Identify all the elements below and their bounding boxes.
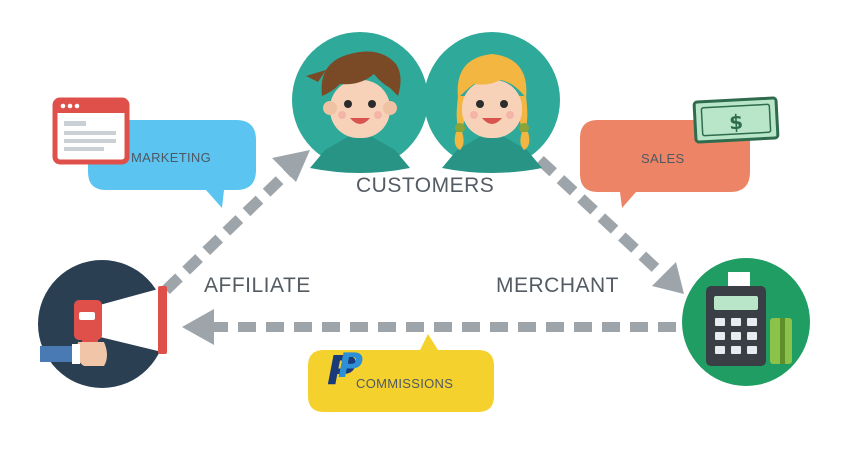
marketing-label: MARKETING — [131, 150, 211, 165]
boy-customer-icon — [292, 32, 428, 173]
arrow-affiliate-to-customers — [162, 150, 310, 294]
svg-text:P: P — [338, 346, 363, 386]
affiliate-label: AFFILIATE — [204, 274, 311, 297]
commissions-bubble — [308, 334, 494, 412]
arrow-customers-to-merchant — [536, 155, 684, 294]
browser-window-icon — [52, 97, 130, 165]
money-bill-icon: $ — [692, 96, 780, 144]
merchant-label: MERCHANT — [496, 274, 619, 297]
customers-label: CUSTOMERS — [356, 174, 495, 197]
svg-text:$: $ — [729, 110, 744, 135]
marketing-bubble — [88, 120, 256, 208]
svg-text:P: P — [327, 348, 356, 394]
card-terminal-icon — [682, 258, 810, 386]
paypal-icon: P P — [327, 346, 363, 394]
commissions-label: COMMISSIONS — [356, 376, 454, 391]
sales-label: SALES — [641, 151, 685, 166]
megaphone-icon — [38, 260, 167, 388]
arrow-merchant-to-affiliate — [182, 309, 676, 345]
girl-customer-icon — [424, 32, 560, 173]
